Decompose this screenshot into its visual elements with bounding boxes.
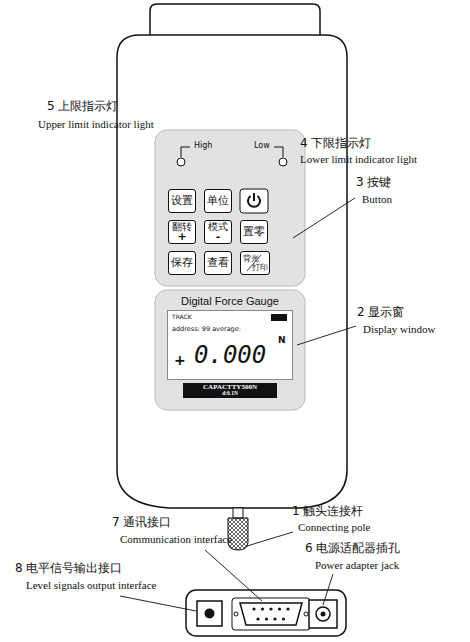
db9-pin [278, 607, 281, 610]
db9-pin [252, 607, 255, 610]
db9-pin [282, 617, 285, 620]
button-text: 保存 [171, 257, 193, 269]
callout-label: Button [362, 193, 392, 206]
leader-line [293, 198, 355, 238]
panel-title: Digital Force Gauge [155, 295, 305, 307]
capacity-text: d:0.1N [222, 391, 238, 397]
battery-icon [271, 314, 287, 321]
button-text: 查看 [207, 257, 229, 269]
power-jack [321, 612, 326, 617]
callout-label: High [194, 141, 212, 150]
bottom-panel [186, 590, 346, 636]
callout-label: Communication interface [120, 533, 232, 546]
upper-limit-led [177, 158, 185, 166]
hanging-tab [150, 4, 320, 36]
level-output-jack [205, 609, 215, 619]
lcd-status: address: 99 average: [172, 326, 241, 333]
callout-label: 7 通讯接口 [112, 516, 171, 530]
key-button: 设置 [168, 189, 196, 213]
db9-pin [256, 617, 259, 620]
button-text: 打印 [241, 264, 269, 272]
keypad-panel [155, 130, 305, 286]
db9-pin [273, 617, 276, 620]
key-button: 保存 [168, 251, 196, 275]
callout-label: 4 下限指示灯 [300, 137, 371, 151]
callout-label: 3 按键 [356, 176, 391, 190]
button-text: 设置 [171, 195, 193, 207]
lcd-screen: TRACK address: 99 average: +0.000 N [167, 310, 293, 380]
button-text: 翻转 [172, 222, 192, 232]
button-text: - [216, 231, 221, 242]
callout-label: 8 电平信号输出接口 [15, 562, 122, 576]
callout-label: 6 电源适配器插孔 [305, 542, 400, 556]
db9-pins [252, 607, 289, 620]
power-button [240, 189, 268, 213]
callout-label: Display window [363, 323, 435, 336]
gauge-body [117, 35, 347, 508]
button-text: 背光 [241, 255, 269, 263]
key-button: 置零 [240, 220, 268, 244]
callout-label: Level signals output interface [26, 579, 156, 592]
db9-screw [234, 612, 238, 616]
key-button: 查看 [204, 251, 232, 275]
lcd-reading: 0.000 [194, 343, 266, 367]
key-button: 单位 [204, 189, 232, 213]
db9-pin [265, 617, 268, 620]
db9-shell [232, 598, 310, 630]
db9-screw [304, 612, 308, 616]
db9-connector [240, 603, 302, 625]
power-jack [316, 607, 330, 621]
callout-label: 1 触头连接杆 [292, 505, 363, 519]
slash-mark [247, 255, 261, 271]
button-text: 置零 [243, 226, 265, 238]
button-text: 模式 [208, 222, 228, 232]
leader-line [247, 532, 293, 546]
power-symbol [253, 193, 255, 201]
lcd-mode: TRACK [172, 314, 192, 320]
lcd-sign: + [174, 353, 186, 367]
button-text: 单位 [207, 195, 229, 207]
callout-label: Connecting pole [298, 521, 370, 534]
capacity-plate: CAPACTTY500Nd:0.1N [183, 383, 277, 398]
key-button: 翻转+ [168, 220, 196, 244]
button-text: + [177, 231, 186, 242]
leader-line [205, 550, 262, 601]
capacity-text: CAPACTTY500N [203, 384, 257, 391]
callout-label: Lower limit indicator light [300, 153, 417, 166]
leader-line [120, 596, 196, 611]
db9-pin [261, 607, 264, 610]
pole-neck [233, 508, 243, 518]
key-button: 背光打印 [240, 251, 270, 275]
leader-line [323, 574, 333, 605]
lower-limit-led [279, 158, 287, 166]
callout-label: Low [254, 141, 270, 150]
callout-label: Power adapter jack [315, 559, 399, 572]
key-button: 模式- [204, 220, 232, 244]
display-bezel [155, 290, 305, 410]
display-window: Digital Force GaugeTRACK address: 99 aver… [155, 290, 305, 410]
db9-pin [286, 607, 289, 610]
leader-line [297, 326, 356, 345]
callout-label: 5 上限指示灯 [47, 100, 118, 114]
callout-label: Upper limit indicator light [38, 118, 154, 131]
db9-pin [269, 607, 272, 610]
lcd-unit: N [278, 336, 286, 345]
level-output-jack [197, 601, 222, 626]
callout-label: 2 显示窗 [357, 306, 404, 320]
